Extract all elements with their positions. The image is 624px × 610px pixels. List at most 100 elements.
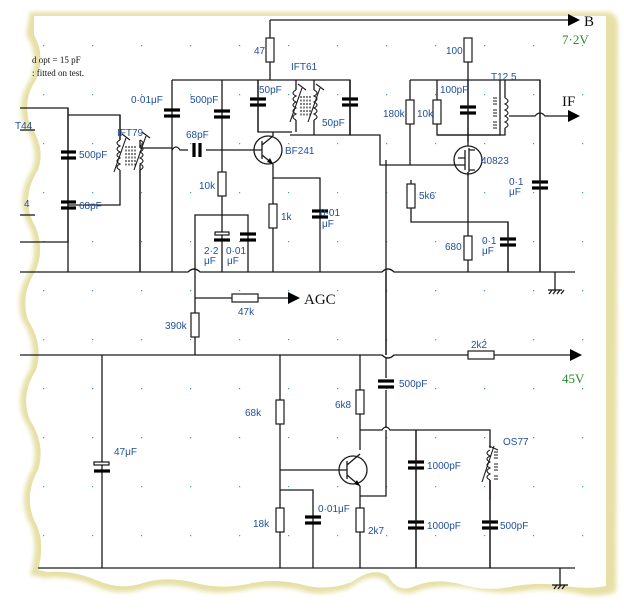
label-c-50pf-b: 50pF [322,118,345,129]
label-ift79: IFT79 [117,128,144,139]
grid-dot [337,388,339,390]
capacitor-47uf [93,461,110,473]
label-c-1000pf-a: 1000pF [427,461,461,472]
grid-dot [190,192,192,194]
grid-dot [533,143,535,145]
label-c-001uf-c-2: μF [227,256,239,267]
label-c-001uf-a: 0·01μF [131,95,163,106]
label-c-100pf: 100pF [440,85,468,96]
grid-dot [484,143,486,145]
grid-dot [484,45,486,47]
grid-dot [43,388,45,390]
capacitor-500pf-b [214,109,230,119]
label-r-680: 680 [445,242,462,253]
grid-dot [43,437,45,439]
grid-dot [92,241,94,243]
label-r-6k8: 6k8 [335,400,352,411]
grid-dot [435,45,437,47]
grid-dot [337,143,339,145]
grid-dot [435,143,437,145]
label-r-180k: 180k [383,109,406,120]
label-c-001uf-b-2: μF [322,219,334,230]
grid-dot [141,339,143,341]
label-r-68k: 68k [245,408,262,419]
grid-dot [92,339,94,341]
grid-dot [43,143,45,145]
resistor-100 [463,37,473,63]
label-c-500pf-b: 500pF [190,95,218,106]
resistor-1k [268,203,278,229]
grid-dot [533,45,535,47]
grid-dot [239,437,241,439]
grid-dot [288,94,290,96]
grid-dot [92,486,94,488]
label-r-2k2: 2k2 [471,340,488,351]
label-ift44: T44 [15,121,33,132]
resistors [190,37,495,533]
transformer-ift61 [289,80,325,135]
label-c-001uf-d: 0·01μF [318,504,350,515]
grid-dot [484,437,486,439]
label-c-50pf-a: 50pF [259,85,282,96]
grid-dot [141,192,143,194]
grid-dot [533,486,535,488]
grid-dot [43,290,45,292]
grid-dot [141,143,143,145]
grid-dot [337,94,339,96]
grid-dot [239,290,241,292]
grid-dot [92,94,94,96]
grid-dot [141,388,143,390]
grid-dot [582,535,584,537]
grid-dot [43,486,45,488]
grid-dot [435,241,437,243]
label-r-10k-a: 10k [199,181,216,192]
grid-dot [43,535,45,537]
transistor-40823 [453,142,483,176]
label-os77: OS77 [503,437,529,448]
grid-dot [337,192,339,194]
grid-dot [92,290,94,292]
label-r-18k: 18k [253,519,270,530]
grid-dot [239,339,241,341]
grid-dot [141,94,143,96]
output-b-voltage: 7·2V [562,32,589,47]
wiring [20,19,575,586]
capacitor-68pf-a [61,200,76,210]
grid-dot [43,192,45,194]
capacitor-500pf-c [378,379,394,389]
grid-dot [337,486,339,488]
label-bf241: BF241 [285,146,315,157]
label-c-01uf-b-2: μF [482,246,494,257]
grid-dot [190,437,192,439]
ground-symbol [548,289,565,295]
grid-dot [43,94,45,96]
grid-dot [288,339,290,341]
grid-dot [582,437,584,439]
arrow-if [568,110,580,122]
label-ift61: IFT61 [291,62,318,73]
label-r-47k: 47k [238,307,255,318]
grid-dot [288,486,290,488]
label-c-01uf-a-1: 0·1 [509,177,524,188]
note-line-2: : fitted on test. [32,68,84,78]
grid-dot [43,339,45,341]
grid-dot [337,437,339,439]
grid-dot [92,45,94,47]
grid-dot [533,437,535,439]
resistor-6k8 [355,389,365,415]
grid-dot [337,45,339,47]
grid-dot [484,486,486,488]
grid-dot [435,290,437,292]
label-r-47: 47 [254,46,266,57]
grid-dot [239,94,241,96]
grid-dot [533,290,535,292]
arrow-b [568,14,580,26]
grid-dot [43,45,45,47]
label-r-100: 100 [446,46,463,57]
grid-dot [288,388,290,390]
grid-dot [239,486,241,488]
grid-dot [582,290,584,292]
grid-dot [190,486,192,488]
